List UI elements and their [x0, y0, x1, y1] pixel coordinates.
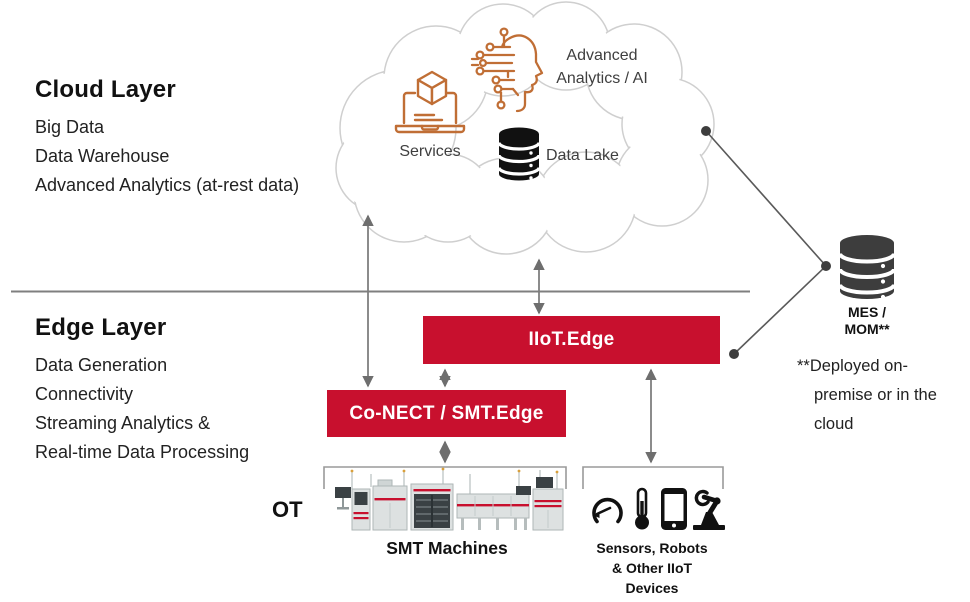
smt-machines-label: SMT Machines [386, 538, 508, 558]
thermometer-icon [635, 487, 649, 530]
mes-mom-database-icon [838, 235, 896, 300]
edge-layer-item: Real-time Data Processing [35, 442, 250, 462]
edge-layer-info: Edge Layer Data Generation Connectivity … [35, 314, 249, 467]
gauge-icon [592, 497, 623, 524]
edge-layer-item: Streaming Analytics & [35, 413, 211, 433]
data-lake-label: Data Lake [546, 147, 619, 164]
robot-arm-icon [693, 489, 725, 530]
edge-layer-item: Data Generation [35, 355, 168, 375]
mes-connector-line [705, 130, 828, 355]
cloud-layer-title: Cloud Layer [35, 76, 176, 103]
services-laptop-icon [394, 70, 466, 134]
cloud-layer-info: Cloud Layer Big Data Data Warehouse Adva… [35, 76, 299, 200]
deployment-footnote: **Deployed on- premise or in the cloud [797, 357, 937, 433]
data-lake-icon [498, 127, 540, 181]
smt-machines-illustration [335, 467, 564, 531]
sensors-bracket [582, 466, 724, 489]
cloud-layer-item: Big Data [35, 117, 105, 137]
mes-mom-label: MES / MOM** [844, 304, 890, 337]
connector-dots [701, 126, 831, 359]
conect-smt-edge-label: Co-NECT / SMT.Edge [349, 402, 544, 424]
cloud-layer-item: Data Warehouse [35, 146, 170, 166]
conect-smt-edge-box: Co-NECT / SMT.Edge [327, 390, 566, 437]
sensors-devices-label: Sensors, Robots & Other IIoT Devices [596, 540, 708, 596]
ai-head-icon [470, 27, 544, 113]
smt-machines-bracket [323, 466, 567, 489]
edge-layer-title: Edge Layer [35, 314, 167, 341]
advanced-analytics-label: Advanced Analytics / AI [556, 47, 648, 87]
iiot-edge-label: IIoT.Edge [528, 329, 615, 350]
services-label: Services [399, 143, 461, 160]
ot-label: OT [272, 497, 303, 522]
smartphone-icon [661, 488, 687, 530]
edge-layer-item: Connectivity [35, 384, 134, 404]
cloud-layer-item: Advanced Analytics (at-rest data) [35, 175, 300, 195]
iiot-edge-box: IIoT.Edge [423, 316, 720, 364]
